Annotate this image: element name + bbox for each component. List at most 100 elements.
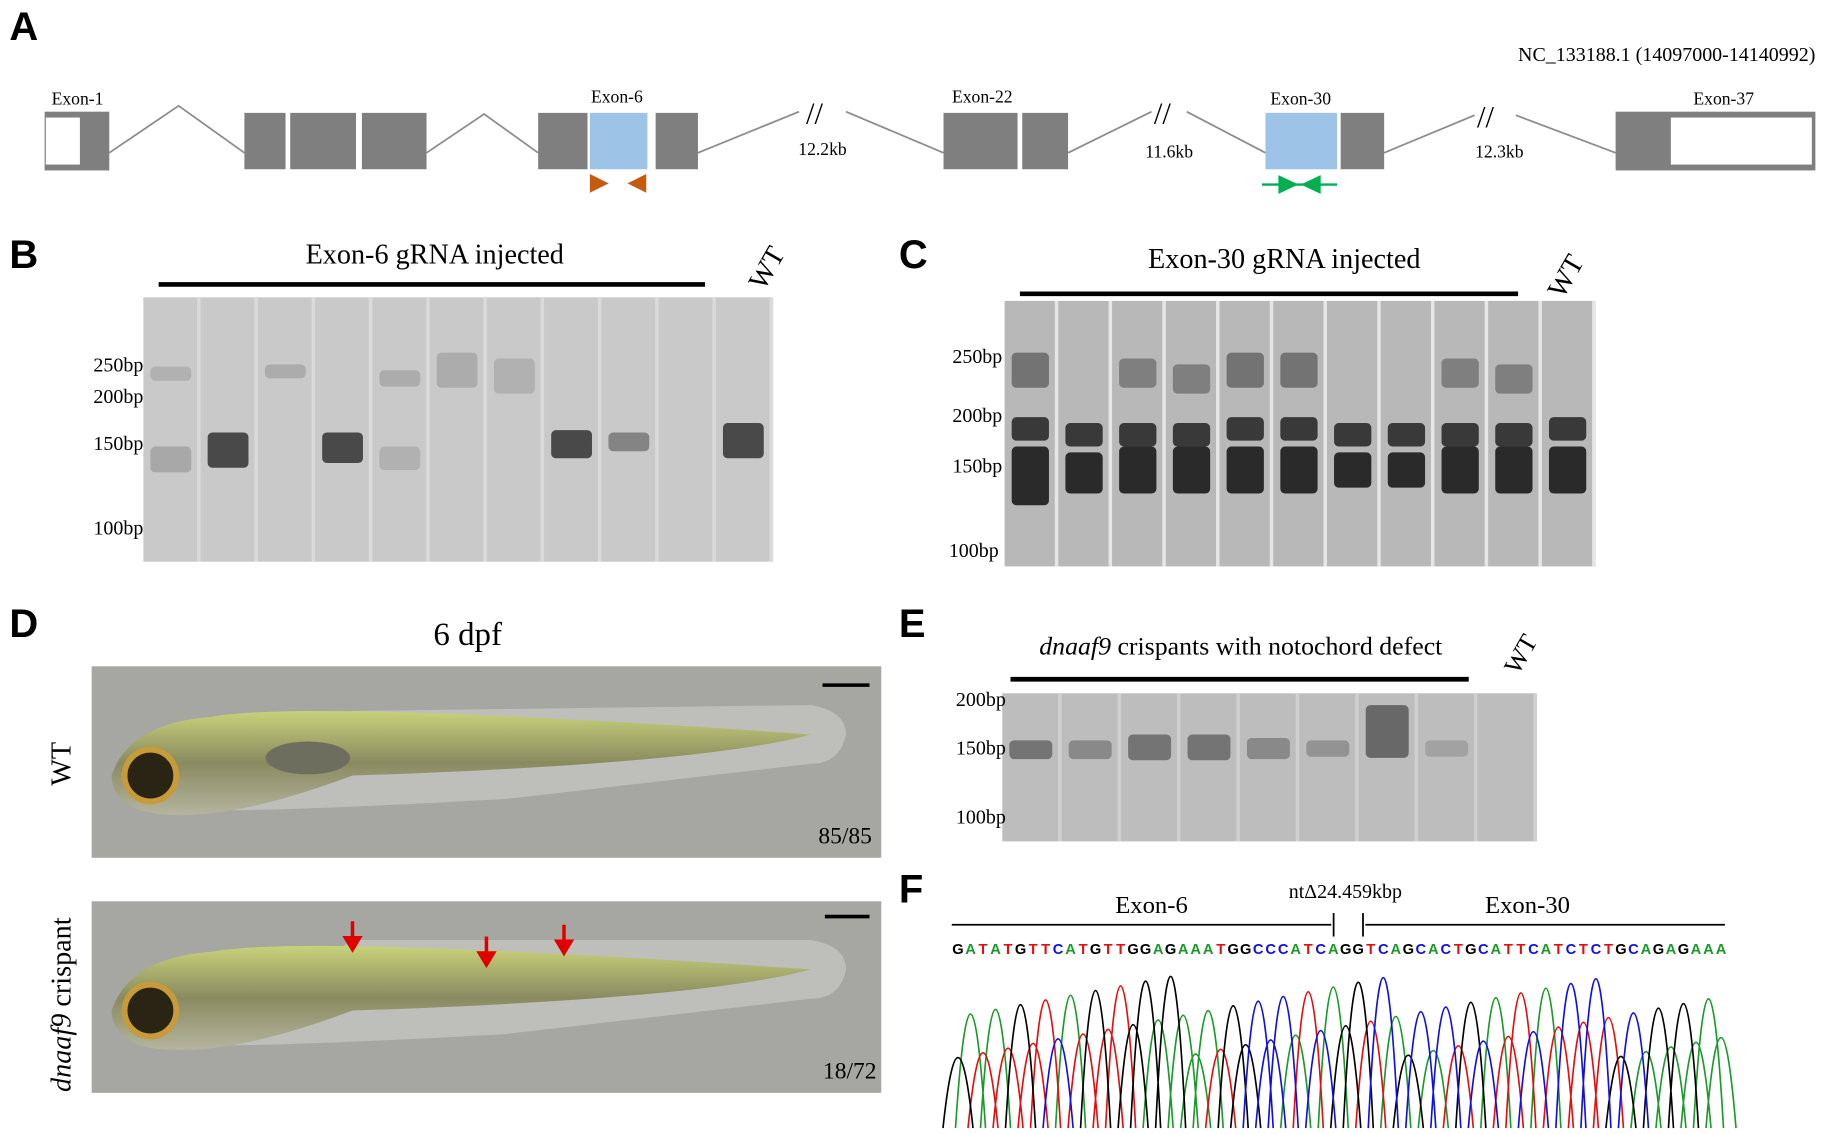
gel-band	[1172, 364, 1211, 394]
base-call: G	[952, 942, 963, 958]
marker-label: 250bp	[93, 354, 143, 376]
gel-band	[1441, 358, 1479, 388]
panel-a-gene-diagram: A NC_133188.1 (14097000-14140992) //////…	[9, 5, 1816, 194]
exon-label: Exon-30	[1270, 89, 1331, 109]
lane-divider	[1117, 693, 1122, 842]
base-call: T	[1304, 942, 1313, 958]
marker-label: 200bp	[952, 405, 1002, 427]
lane-divider	[1236, 693, 1240, 842]
gel-band	[1226, 446, 1264, 494]
stage-label: 6 dpf	[433, 617, 502, 653]
base-call: T	[1454, 942, 1463, 958]
base-call: A	[965, 942, 976, 958]
target-exon-30	[1265, 112, 1338, 170]
panel-b-gel: B Exon-6 gRNA injected WT 250bp 200bp 15…	[9, 233, 792, 562]
exon-30-label: Exon-30	[1485, 892, 1570, 919]
gel-band	[1280, 417, 1318, 441]
base-call: G	[1165, 942, 1176, 958]
gel-image	[1002, 693, 1537, 842]
panel-e-gel: E dnaaf9 crispants with notochord defect…	[899, 602, 1543, 842]
gel-band	[1172, 446, 1211, 494]
primer-arrows-exon-30	[1261, 175, 1338, 194]
base-call: C	[1566, 942, 1577, 958]
base-call: A	[1666, 942, 1677, 958]
panel-label-b: B	[9, 233, 38, 277]
base-call: G	[1653, 942, 1664, 958]
panel-label-a: A	[9, 5, 38, 49]
ratio-label: 85/85	[818, 824, 872, 850]
exon-boxes	[44, 111, 1816, 171]
panel-c-gel: C Exon-30 gRNA injected WT 250bp 200bp 1…	[899, 233, 1596, 567]
base-call: A	[1203, 942, 1214, 958]
gap-label: 12.3kb	[1475, 142, 1524, 162]
base-call: T	[1029, 942, 1038, 958]
base-call: T	[1604, 942, 1613, 958]
base-call: G	[1340, 942, 1351, 958]
gel-band	[1334, 423, 1372, 447]
svg-text://: //	[1154, 96, 1171, 130]
base-call: A	[1190, 942, 1201, 958]
gel-band	[1365, 705, 1409, 758]
lane-divider	[1058, 693, 1062, 842]
base-call: T	[1104, 942, 1113, 958]
gel-band	[1119, 446, 1157, 494]
wt-label: WT	[1542, 250, 1591, 303]
base-call: C	[1053, 942, 1064, 958]
gene-name: dnaaf9	[1039, 632, 1111, 661]
base-call: T	[1554, 942, 1563, 958]
lane-divider	[1414, 693, 1419, 842]
lane-divider	[769, 297, 774, 562]
marker-label: 250bp	[952, 346, 1002, 368]
base-call: T	[1516, 942, 1525, 958]
gel-band	[1068, 740, 1112, 760]
lane-divider	[368, 297, 373, 562]
base-call: A	[1390, 942, 1401, 958]
gel-band	[1246, 737, 1290, 760]
base-call: C	[1478, 942, 1489, 958]
base-call: G	[1615, 942, 1626, 958]
svg-text://: //	[806, 96, 823, 130]
gel-band	[1306, 740, 1350, 757]
base-call: C	[1628, 942, 1639, 958]
base-call: C	[1315, 942, 1326, 958]
gel-title: Exon-30 gRNA injected	[1148, 244, 1420, 275]
lane-divider	[483, 297, 487, 562]
gel-title: Exon-6 gRNA injected	[306, 239, 564, 270]
trace-A	[954, 986, 1737, 1129]
base-call: G	[1227, 942, 1238, 958]
trace-G	[942, 976, 1700, 1129]
gel-band	[1495, 423, 1533, 447]
gel-band	[1495, 446, 1533, 494]
lane-divider	[197, 297, 201, 562]
lane-divider	[597, 297, 602, 562]
panel-label-d: D	[9, 602, 38, 646]
base-call: A	[1703, 942, 1714, 958]
gel-band	[608, 432, 650, 452]
trace-C	[1042, 977, 1650, 1129]
accession-label: NC_133188.1 (14097000-14140992)	[1518, 44, 1815, 66]
gel-band	[1226, 352, 1264, 388]
base-call: T	[1116, 942, 1125, 958]
marker-label: 100bp	[93, 518, 143, 540]
gel-title: dnaaf9 crispants with notochord defect	[1039, 632, 1443, 661]
base-call: A	[1491, 942, 1502, 958]
base-call: G	[1127, 942, 1138, 958]
ratio-label: 18/72	[823, 1059, 877, 1085]
lane-divider	[540, 297, 545, 562]
lane-divider	[1355, 693, 1359, 842]
gel-band	[1011, 417, 1049, 441]
gel-band	[1226, 417, 1264, 441]
lane-divider	[1216, 300, 1220, 567]
gel-band	[1119, 423, 1157, 447]
gel-band	[1548, 446, 1587, 494]
base-call: A	[1716, 942, 1727, 958]
gel-band	[1065, 423, 1103, 447]
gel-band	[1441, 423, 1479, 447]
base-call: A	[1641, 942, 1652, 958]
primer-arrows-exon-6	[589, 173, 647, 193]
base-call: A	[1153, 942, 1164, 958]
gel-band	[1441, 446, 1479, 494]
gel-band	[1172, 423, 1211, 447]
crispant-larva-image: 18/72	[91, 901, 882, 1093]
